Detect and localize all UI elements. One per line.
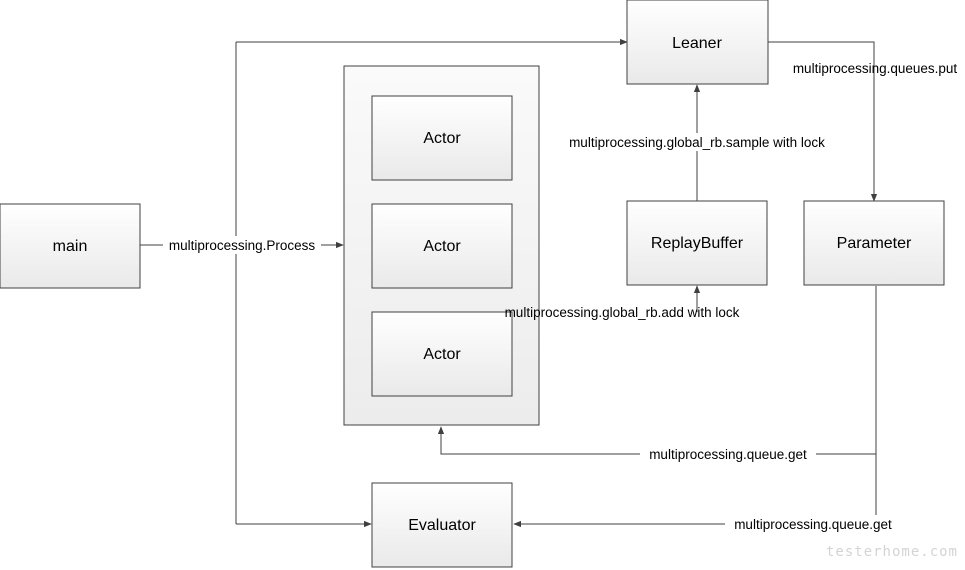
edge-label-parameter-to-actors: multiprocessing.queue.get xyxy=(649,447,807,462)
node-actor-1: Actor xyxy=(371,95,513,181)
edge-label-parameter-to-evaluator: multiprocessing.queue.get xyxy=(734,517,892,532)
node-evaluator-label: Evaluator xyxy=(408,517,476,534)
node-evaluator: Evaluator xyxy=(371,482,513,568)
node-replay-buffer: ReplayBuffer xyxy=(626,200,768,286)
node-actor-2: Actor xyxy=(371,203,513,289)
node-main-label: main xyxy=(53,238,88,255)
node-actor-2-label: Actor xyxy=(423,238,461,255)
node-leaner-label: Leaner xyxy=(672,35,722,52)
watermark-text: testerhome.com xyxy=(826,544,958,560)
edge-label-leaner-to-parameter: multiprocessing.queues.put xyxy=(793,61,958,76)
node-replay-buffer-label: ReplayBuffer xyxy=(651,235,744,252)
node-main: main xyxy=(0,203,141,289)
node-actor-3: Actor xyxy=(371,311,513,397)
node-actor-3-label: Actor xyxy=(423,346,461,363)
node-parameter-label: Parameter xyxy=(837,235,912,252)
node-leaner: Leaner xyxy=(626,0,769,85)
edge-label-actor-to-buffer: multiprocessing.global_rb.add with lock xyxy=(505,305,740,320)
edge-labels: multiprocessing.Process multiprocessing.… xyxy=(163,61,957,533)
edge-label-main-to-actors: multiprocessing.Process xyxy=(169,238,316,253)
node-actor-1-label: Actor xyxy=(423,130,461,147)
edge-leaner-to-parameter xyxy=(768,41,878,202)
edge-label-buffer-to-leaner: multiprocessing.global_rb.sample with lo… xyxy=(569,135,825,150)
node-parameter: Parameter xyxy=(803,200,945,286)
